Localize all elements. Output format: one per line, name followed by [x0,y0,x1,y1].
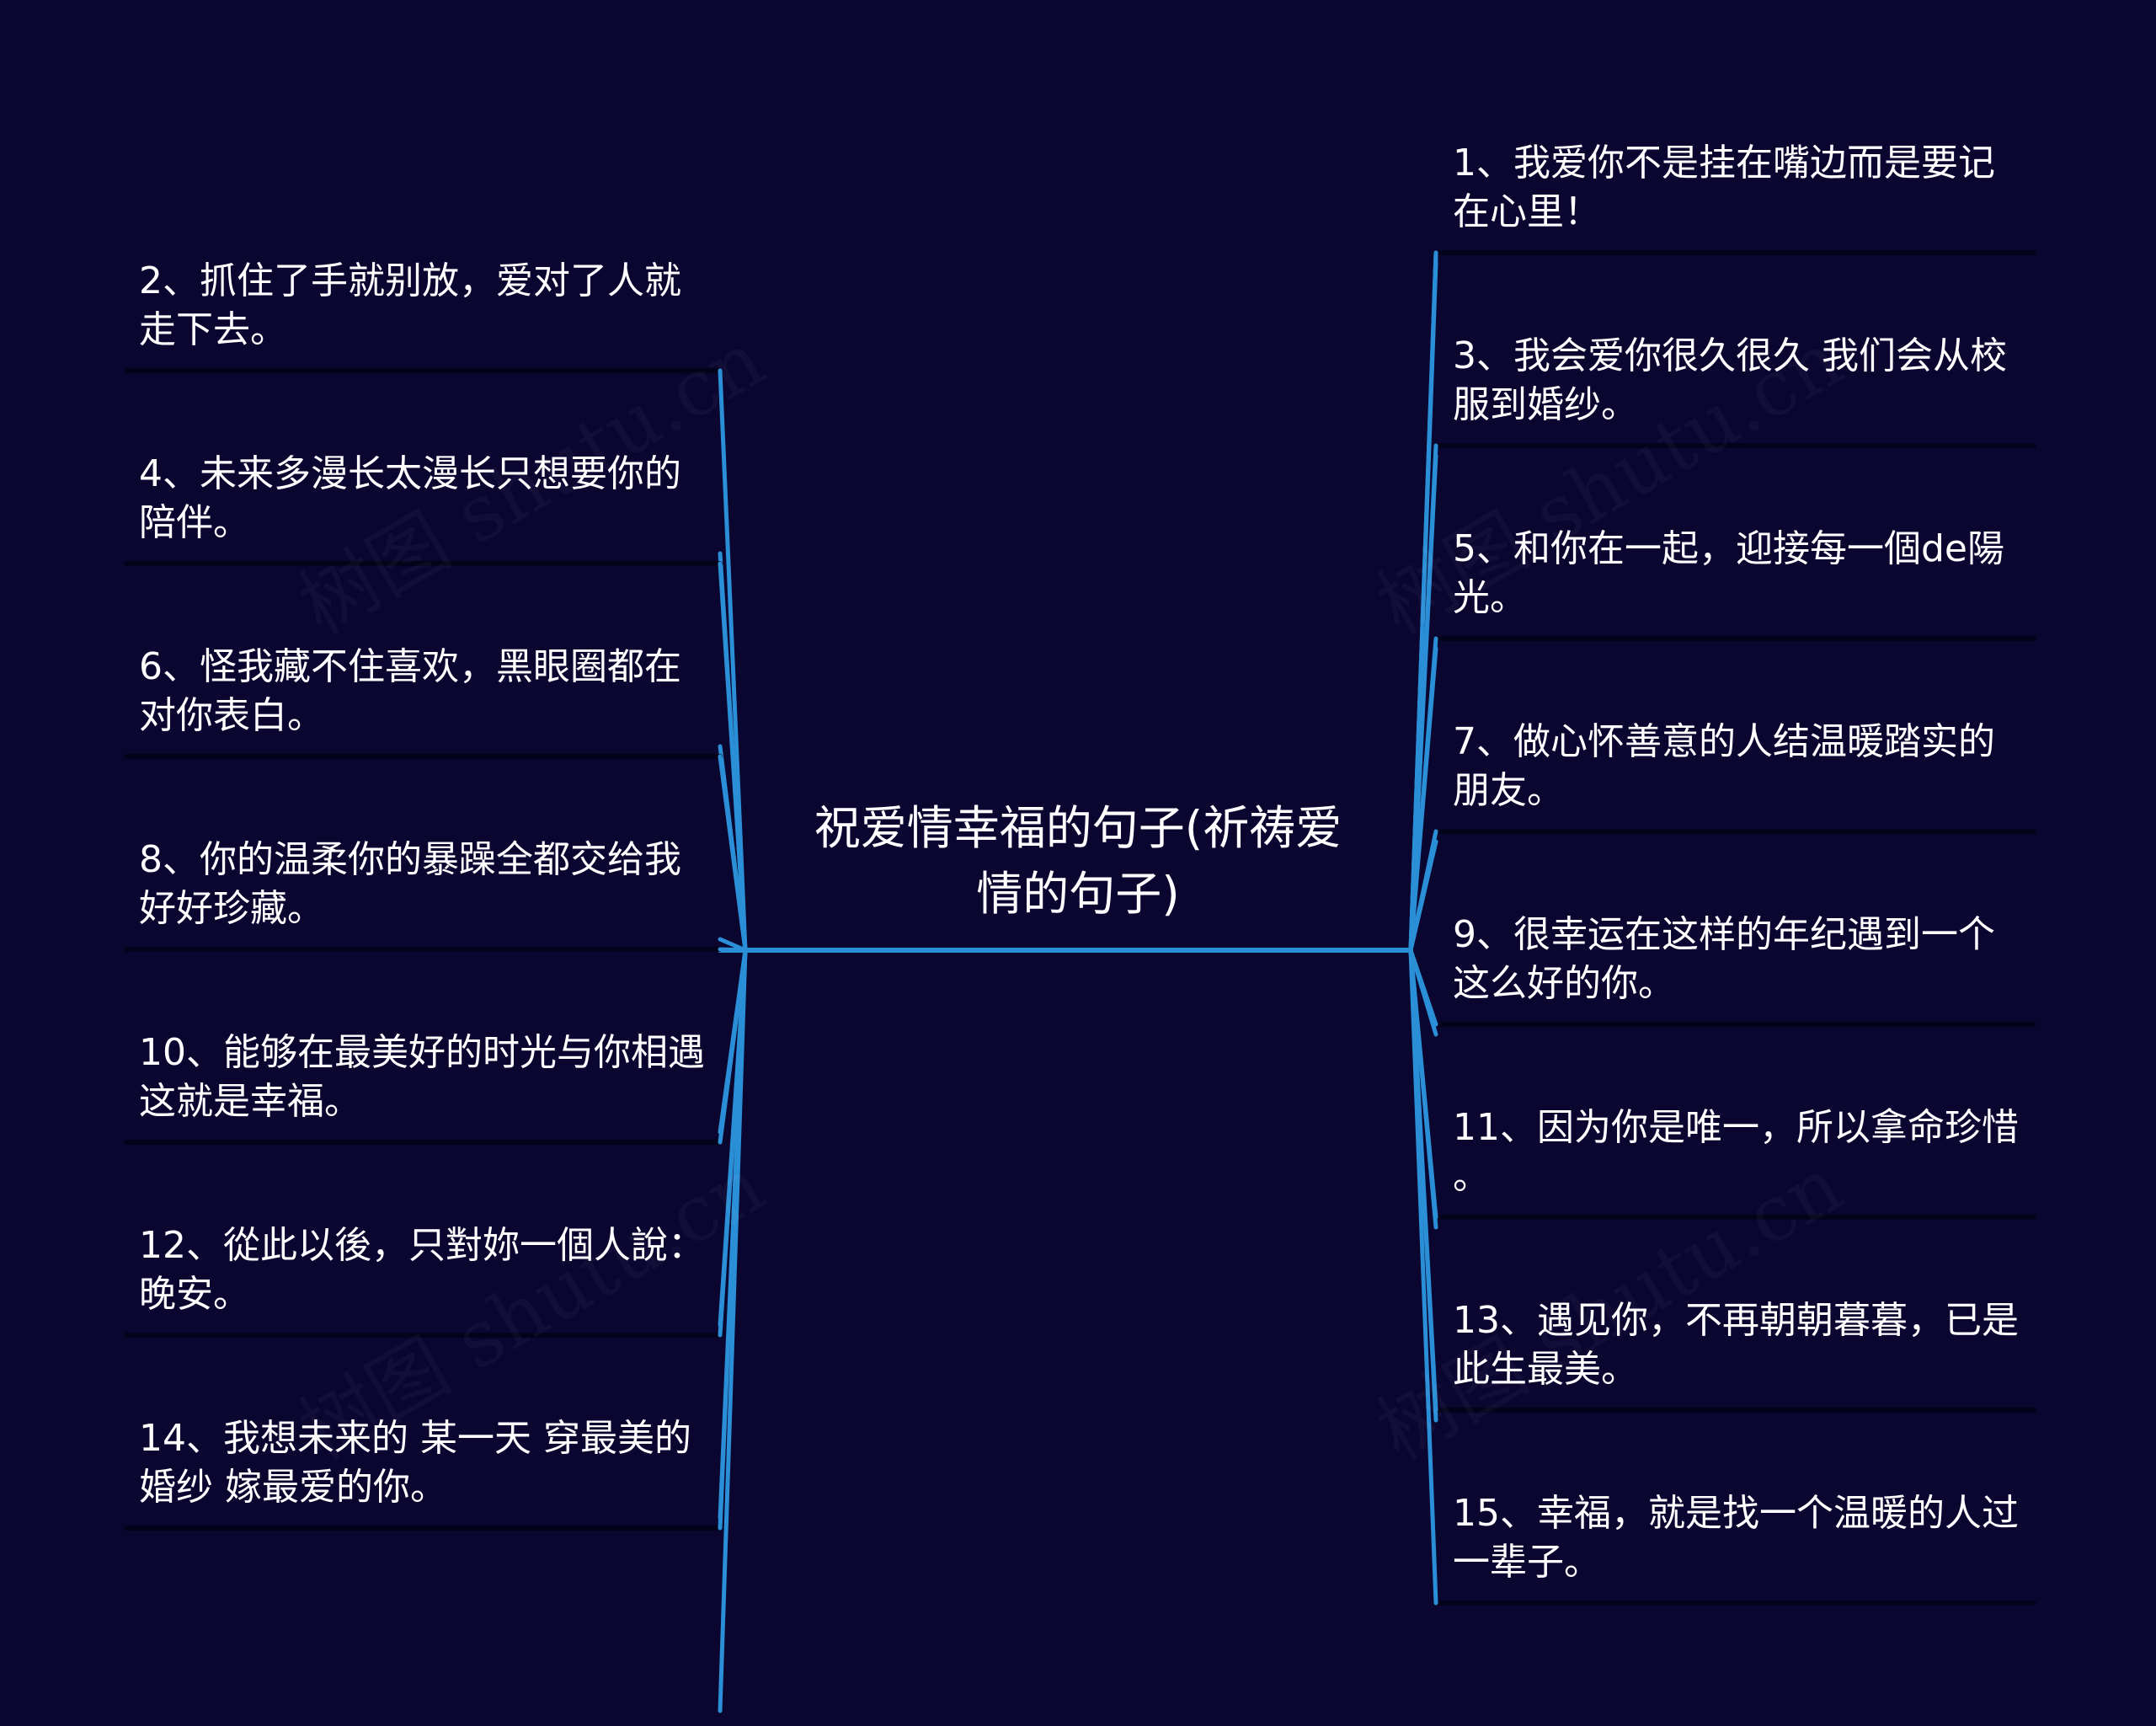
right-node-13[interactable]: 13、遇见你，不再朝朝暮暮，已是 此生最美。 [1453,1299,2019,1391]
left-branch-connector [718,948,748,1713]
right-node-5[interactable]: 5、和你在一起，迎接每一個de陽 光。 [1453,527,2004,619]
left-node-8[interactable]: 8、你的温柔你的暴躁全都交给我 好好珍藏。 [139,838,681,930]
right-node-11[interactable]: 11、因为你是唯一，所以拿命珍惜 。 [1453,1106,2019,1198]
left-branch-connector [718,947,748,953]
right-branch-connector [1408,839,1438,953]
right-branch-connector [1408,948,1438,1037]
left-node-10[interactable]: 10、能够在最美好的时光与你相遇 这就是幸福。 [139,1031,705,1123]
left-node-4[interactable]: 4、未来多漫长太漫长只想要你的 陪伴。 [139,452,681,544]
right-node-1[interactable]: 1、我爱你不是挂在嘴边而是要记 在心里！ [1453,142,1995,233]
left-node-12[interactable]: 12、從此以後，只對妳一個人說： 晚安。 [139,1224,705,1316]
right-node-15[interactable]: 15、幸福，就是找一个温暖的人过 一辈子。 [1453,1492,2019,1584]
right-node-7[interactable]: 7、做心怀善意的人结温暖踏实的 朋友。 [1453,720,1995,812]
right-node-3[interactable]: 3、我会爱你很久很久 我们会从校 服到婚纱。 [1453,334,2007,426]
left-branch-connector [718,561,748,953]
right-node-9[interactable]: 9、很幸运在这样的年纪遇到一个 这么好的你。 [1453,913,1995,1005]
left-branch-connector [718,754,748,953]
left-node-2[interactable]: 2、抓住了手就别放，爱对了人就 走下去。 [139,259,681,351]
right-branch-connector [1408,948,1438,1423]
left-node-14[interactable]: 14、我想未来的 某一天 穿最美的 婚纱 嫁最爱的你。 [139,1417,691,1509]
right-branch-connector [1408,453,1438,953]
left-node-6[interactable]: 6、怪我藏不住喜欢，黑眼圈都在 对你表白。 [139,645,681,737]
right-branch-connector [1408,646,1438,953]
root-topic[interactable]: 祝爱情幸福的句子(祈祷爱 情的句子) [814,801,1342,921]
